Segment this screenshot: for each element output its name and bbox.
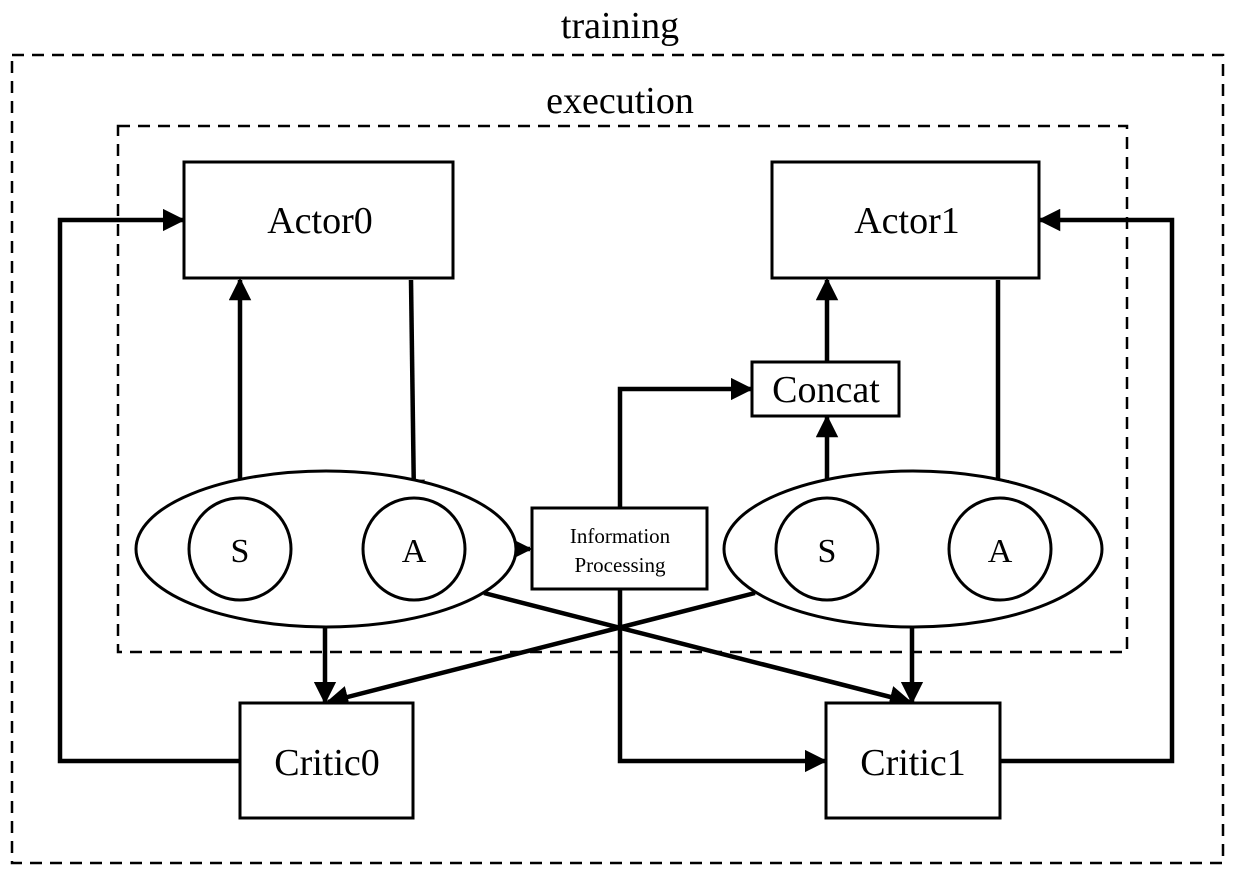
- edge-actor0-action0: [402, 279, 425, 503]
- actor1-label: Actor1: [854, 200, 960, 242]
- critic1-box: [824, 701, 1002, 820]
- action0-label: A: [402, 533, 427, 570]
- information-processing-label-line2: Processing: [575, 553, 666, 577]
- concat-box: [750, 360, 901, 418]
- action1-node: [947, 496, 1053, 602]
- edge-critic1-actor1: [1000, 208, 1175, 764]
- execution-label: execution: [546, 80, 694, 122]
- training-label: training: [561, 5, 679, 47]
- concat-label: Concat: [772, 369, 880, 411]
- state0-node: [187, 496, 293, 602]
- training-region: [10, 53, 1225, 865]
- edge-information-processing-concat: [617, 377, 754, 508]
- edge-information-processing-critic1: [617, 590, 828, 773]
- execution-region: [116, 124, 1129, 654]
- actor1-box: [770, 160, 1041, 280]
- edge-agent0-critic1: [483, 590, 913, 708]
- critic0-box: [238, 701, 415, 820]
- state0-label: S: [231, 533, 250, 570]
- agent1-group: S A: [722, 469, 1104, 629]
- actor0-box: [182, 160, 455, 280]
- critic0-label: Critic0: [274, 742, 380, 784]
- information-processing-box: [530, 506, 709, 591]
- actor0-label: Actor0: [267, 200, 373, 242]
- action1-label: A: [988, 533, 1013, 570]
- edge-critic0-actor0: [57, 208, 240, 764]
- edge-agent1-critic0: [325, 590, 756, 708]
- state1-label: S: [818, 533, 837, 570]
- information-processing-label-line1: Information: [570, 524, 671, 548]
- state1-node: [774, 496, 880, 602]
- action0-node: [361, 496, 467, 602]
- agent0-group: S A: [134, 469, 518, 629]
- critic1-label: Critic1: [860, 742, 966, 784]
